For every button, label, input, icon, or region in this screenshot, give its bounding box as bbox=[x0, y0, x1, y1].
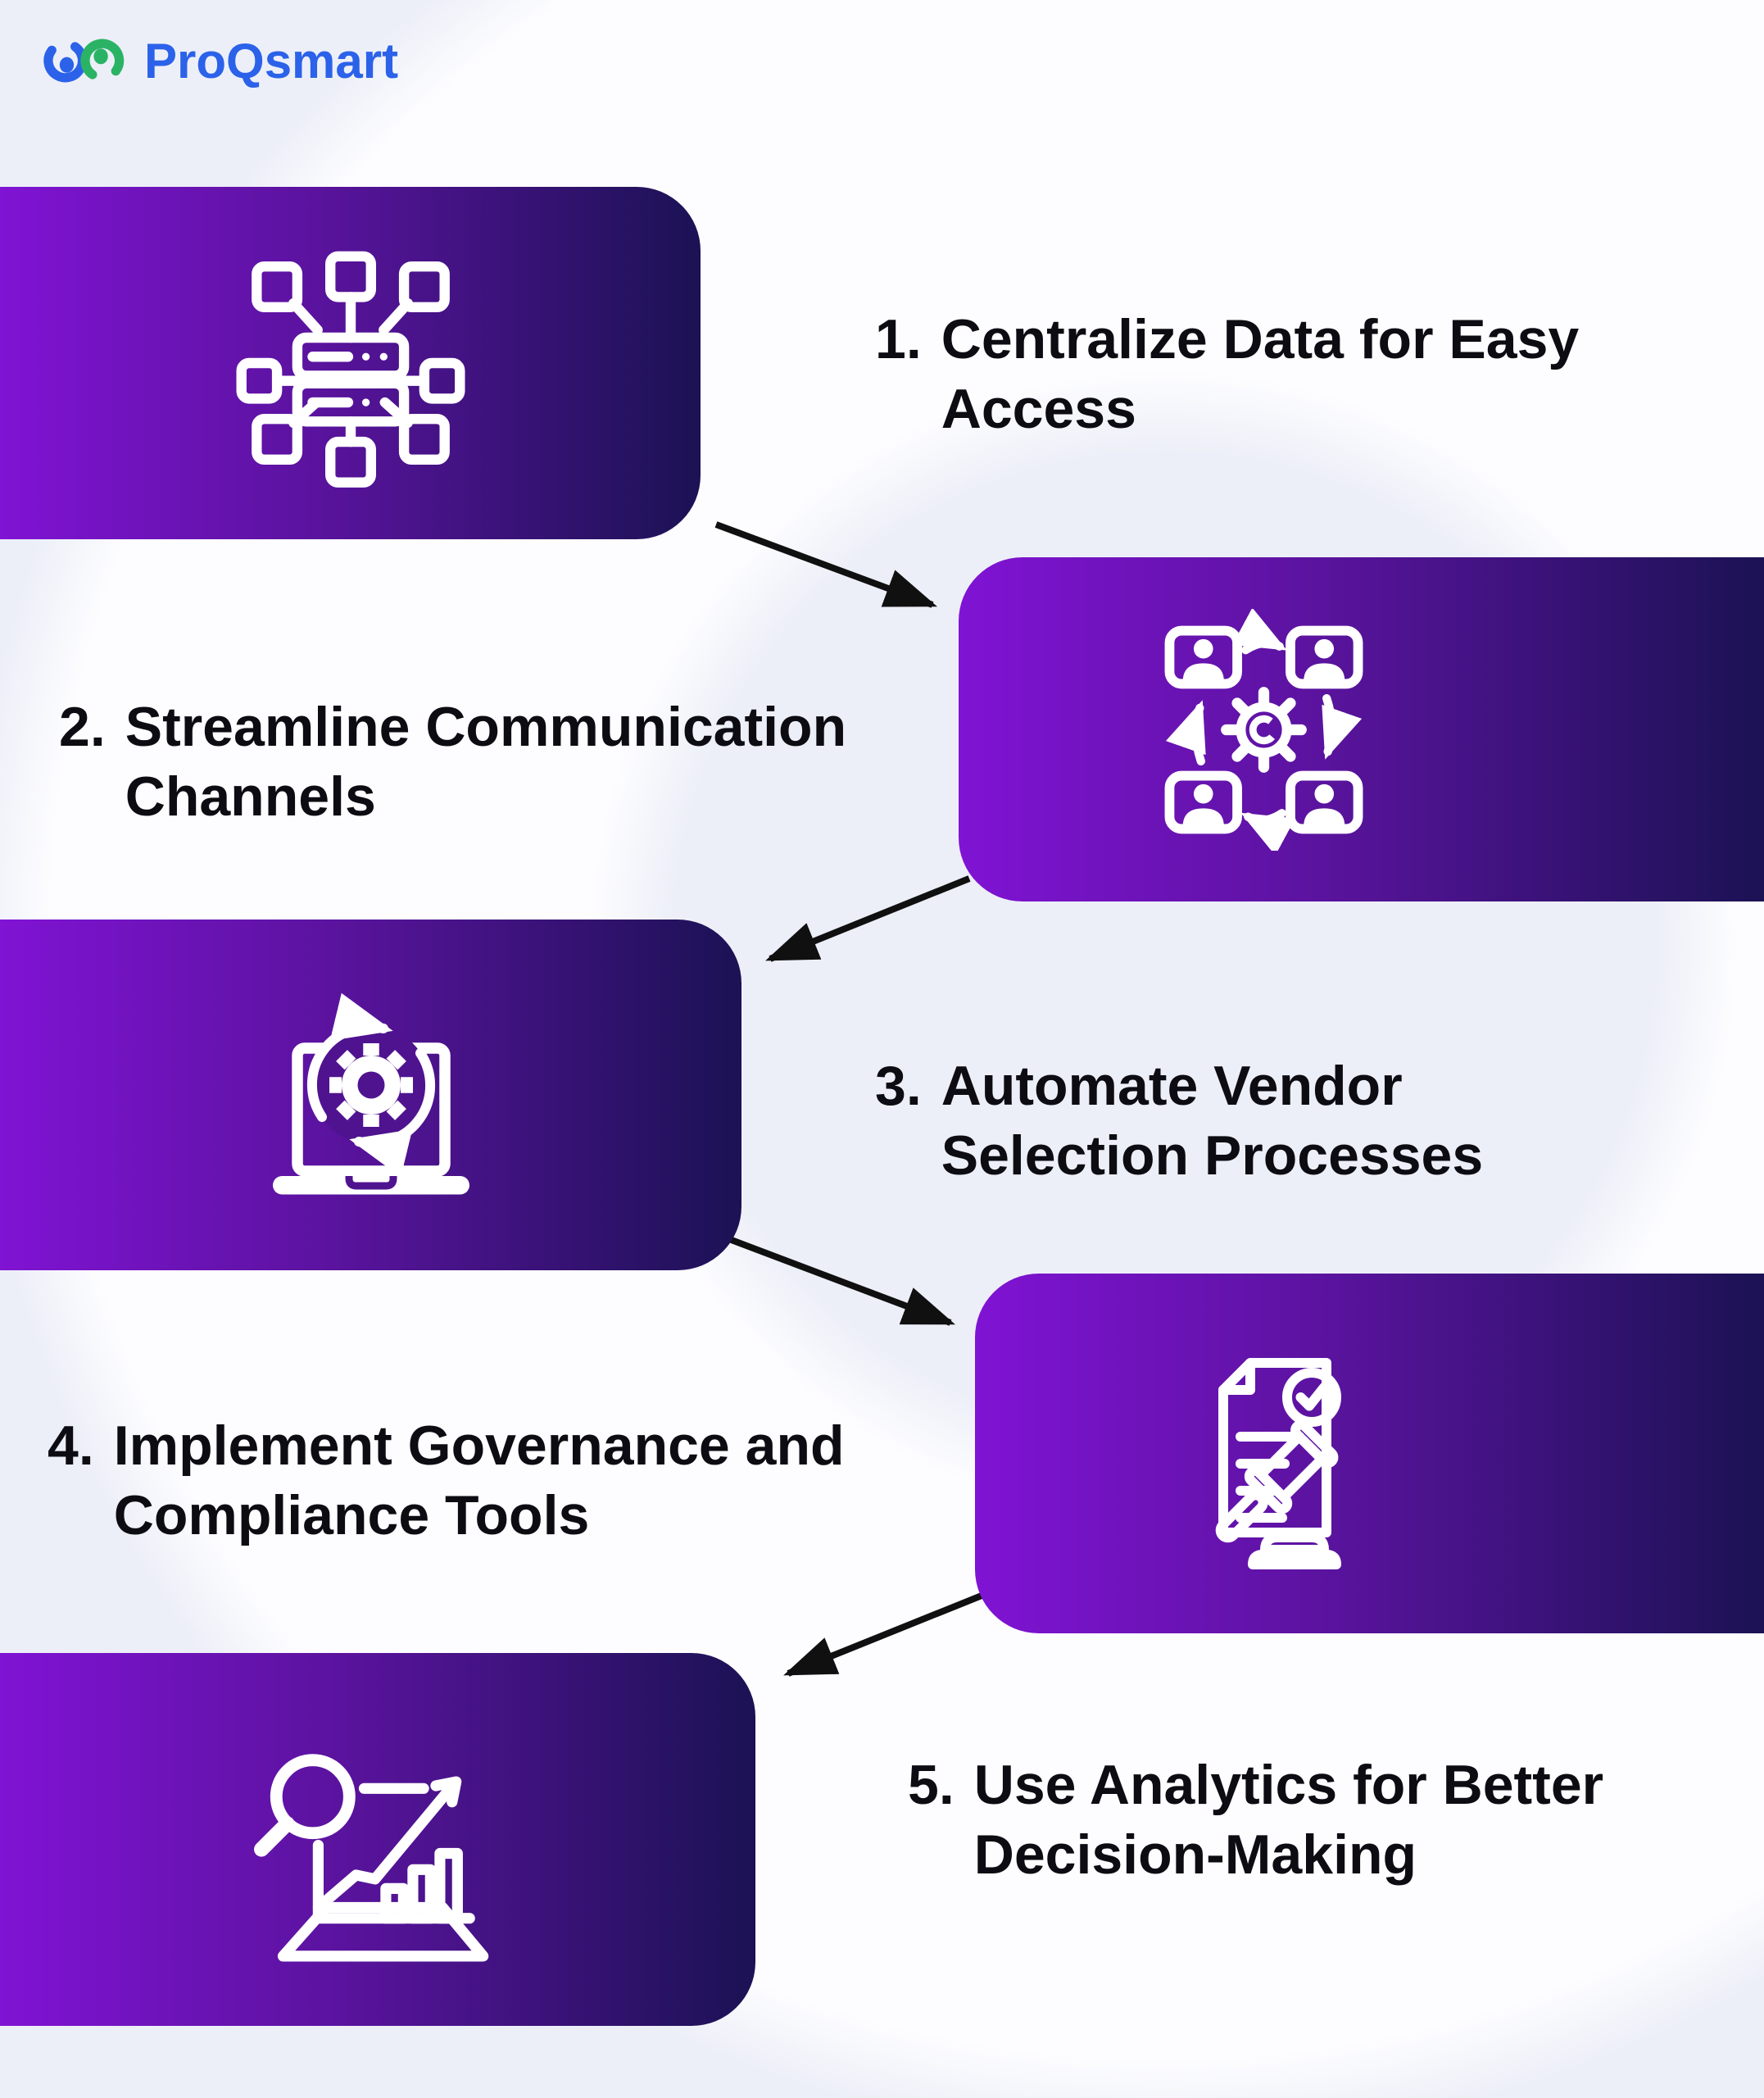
laptop-automation-gear-icon bbox=[272, 992, 469, 1195]
brand-name: ProQsmart bbox=[144, 33, 399, 89]
step4-label: Implement Governance and Compliance Tool… bbox=[113, 1415, 845, 1546]
step2-label: Streamline Communication Channels bbox=[125, 696, 847, 828]
governance-gavel-document-icon bbox=[1215, 1357, 1341, 1569]
centralized-data-server-icon bbox=[236, 251, 465, 488]
step4-number: 4. bbox=[48, 1415, 94, 1477]
arrow-step3-to-step4 bbox=[728, 1236, 955, 1326]
step1-label: Centralize Data for Easy Access bbox=[941, 308, 1580, 440]
step4-text: 4. Implement Governance and Compliance T… bbox=[48, 1411, 958, 1551]
step4-box bbox=[975, 1274, 1764, 1633]
step3-label: Automate Vendor Selection Processes bbox=[941, 1055, 1484, 1187]
step2-number: 2. bbox=[59, 696, 106, 758]
proqsmart-logo-icon bbox=[43, 39, 125, 83]
arrow-step2-to-step3 bbox=[765, 875, 971, 962]
communication-cycle-icon bbox=[1143, 608, 1385, 851]
step2-box bbox=[959, 557, 1764, 901]
step5-text: 5. Use Analytics for Better Decision-Mak… bbox=[908, 1751, 1764, 1890]
brand-logo: ProQsmart bbox=[43, 31, 398, 90]
step1-box bbox=[0, 187, 701, 539]
step5-label: Use Analytics for Better Decision-Making bbox=[973, 1754, 1604, 1886]
step3-text: 3. Automate Vendor Selection Processes bbox=[875, 1051, 1613, 1191]
arrow-step4-to-step5 bbox=[783, 1591, 987, 1677]
step5-box bbox=[0, 1653, 755, 2026]
analytics-magnifier-chart-icon bbox=[254, 1753, 489, 1961]
step1-text: 1. Centralize Data for Easy Access bbox=[875, 305, 1728, 444]
step5-number: 5. bbox=[908, 1754, 955, 1816]
step3-number: 3. bbox=[875, 1055, 922, 1117]
arrow-step1-to-step2 bbox=[714, 521, 937, 608]
step2-text: 2. Streamline Communication Channels bbox=[59, 693, 953, 832]
step3-box bbox=[0, 920, 741, 1270]
step1-number: 1. bbox=[875, 308, 922, 370]
